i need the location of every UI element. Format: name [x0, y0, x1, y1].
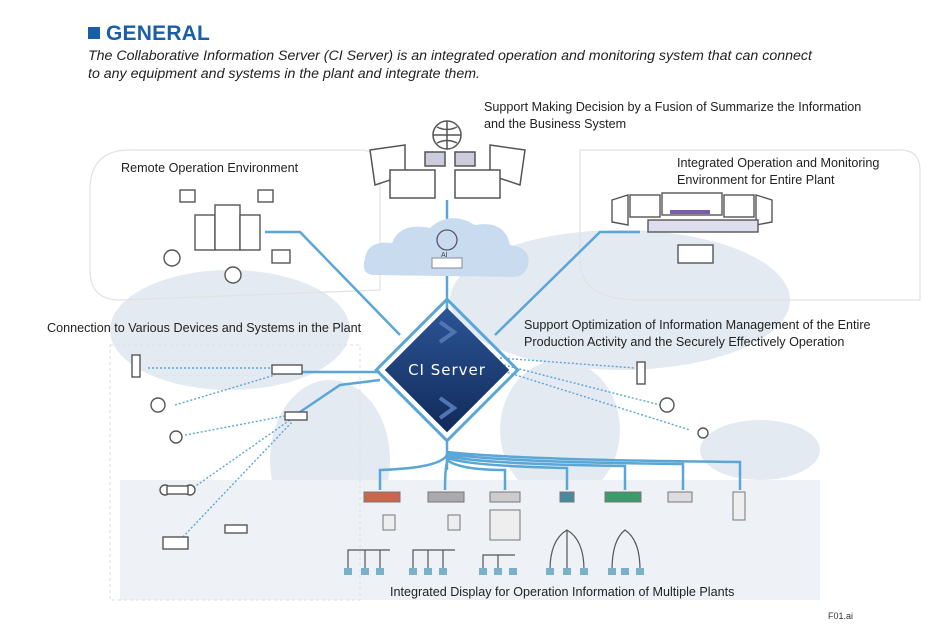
transmitter-heads [344, 568, 644, 575]
label-device-connection: Connection to Various Devices and System… [47, 321, 362, 335]
field-devices-right [636, 361, 709, 439]
section-description: The Collaborative Information Server (CI… [88, 47, 908, 83]
label-line: Support Making Decision by a Fusion of S… [484, 100, 862, 114]
description-line-1: The Collaborative Information Server (CI… [88, 48, 812, 64]
cloud-icon [363, 218, 529, 278]
label-optimization: Support Optimization of Information Mana… [524, 317, 871, 350]
decision-room-icon [369, 120, 526, 199]
plant-controllers [363, 491, 746, 541]
square-bullet-icon [88, 27, 100, 39]
connector-lines [265, 200, 742, 491]
figure-file-id: F01.ai [828, 611, 854, 621]
label-line: Support Optimization of Information Mana… [524, 318, 871, 332]
title-text: GENERAL [106, 22, 211, 45]
label-integrated-display: Integrated Display for Operation Informa… [390, 585, 735, 599]
label-decision-support: Support Making Decision by a Fusion of S… [484, 99, 861, 132]
device-dotted-links [148, 357, 691, 541]
field-transmitters [347, 529, 641, 571]
remote-operation-icons [163, 189, 291, 284]
section-title: GENERAL [88, 22, 210, 46]
ci-server-node [374, 297, 520, 443]
label-line: Environment for Entire Plant [677, 172, 835, 187]
label-integrated-operation: Integrated Operation and Monitoring Envi… [677, 155, 879, 188]
label-line: Production Activity and the Securely Eff… [524, 334, 845, 349]
ci-server-label: CI Server [408, 361, 486, 379]
field-devices-left [131, 354, 308, 550]
control-room-icon [611, 192, 773, 264]
label-line: Integrated Operation and Monitoring [677, 156, 880, 170]
label-remote-operation: Remote Operation Environment [121, 161, 299, 175]
cloud-ai-badge: AI [441, 252, 448, 259]
description-line-2: to any equipment and systems in the plan… [88, 66, 480, 82]
world-map-background [110, 230, 820, 600]
label-line: and the Business System [484, 116, 627, 131]
